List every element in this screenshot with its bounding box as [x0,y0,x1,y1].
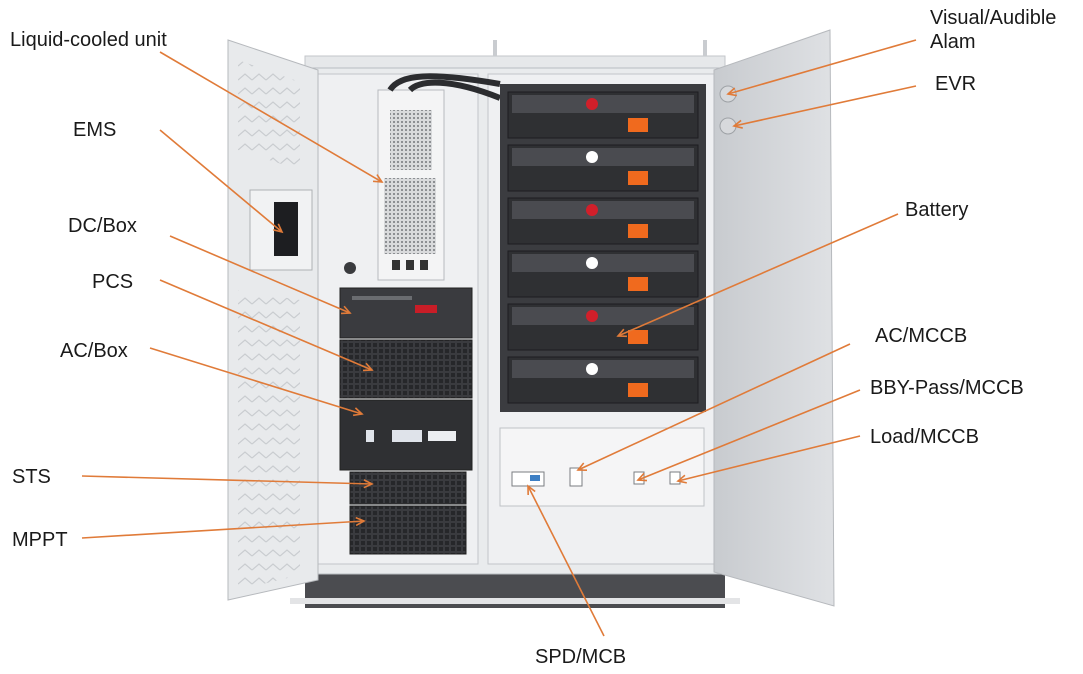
leader-sts [81,475,373,485]
label-evr: EVR [935,73,977,95]
battery-knob [586,257,598,269]
leader-spd-mcb [527,485,605,637]
label-ac-mccb: AC/MCCB [875,325,968,347]
leader-ac-mccb [577,343,851,471]
leader-evr-arrowhead [732,119,743,129]
leader-ac-mccb-arrowhead [576,462,588,471]
battery-terminal [628,330,648,344]
label-dc-box: DC/Box [68,215,137,237]
label-visual-audible-alarm: Visual/Audible Alam [930,7,1057,53]
battery-terminal [628,277,648,291]
leader-lines [81,39,917,637]
leader-visual-audible-alarm [727,39,917,95]
label-mppt: MPPT [12,529,68,551]
leader-visual-audible-alarm-arrowhead [726,87,738,97]
label-pcs: PCS [92,271,134,293]
sts-module [349,471,467,505]
battery-terminal [628,171,648,185]
label-battery: Battery [905,199,969,221]
leader-battery-arrowhead [616,328,628,338]
battery-terminal [628,224,648,238]
leader-ac-box-arrowhead [352,407,364,417]
leader-ems [159,129,283,233]
battery-rack [500,84,706,412]
battery-knob [586,310,598,322]
label-load-mccb: Load/MCCB [870,426,979,448]
leader-load-mccb-arrowhead [676,474,687,484]
leader-mppt [81,520,365,539]
pcs-module [339,339,473,399]
label-ac-box: AC/Box [60,340,128,362]
leader-ems-arrowhead [273,223,284,234]
leader-spd-mcb-arrowhead [527,484,536,496]
leader-pcs-arrowhead [362,362,374,372]
leader-load-mccb [677,435,861,482]
battery-terminal [628,383,648,397]
battery-terminal [628,118,648,132]
leader-ac-box [149,347,363,415]
label-sts: STS [12,466,51,488]
leader-liquid-cooled-unit [159,51,383,183]
label-bby-pass-mccb: BBY-Pass/MCCB [870,377,1024,399]
leader-battery [617,213,899,337]
battery-knob [586,151,598,163]
label-liquid-cooled-unit: Liquid-cooled unit [10,29,167,51]
leader-liquid-cooled-unit-arrowhead [372,174,384,183]
label-spd-mcb: SPD/MCB [535,646,627,668]
battery-knob [586,98,598,110]
breaker-panel [499,427,705,507]
leader-pcs [159,279,373,371]
leader-bby-pass-mccb-arrowhead [636,472,648,482]
battery-knob [586,204,598,216]
dc-box-module [339,287,473,339]
leader-evr [733,85,917,127]
right-door [713,29,835,607]
mppt-module [349,505,467,555]
label-ems: EMS [73,119,117,141]
leader-dc-box-arrowhead [340,305,352,315]
leader-mppt-arrowhead [355,516,366,527]
leader-bby-pass-mccb [637,389,861,481]
leader-sts-arrowhead [363,479,374,489]
leader-dc-box [169,235,351,314]
battery-knob [586,363,598,375]
